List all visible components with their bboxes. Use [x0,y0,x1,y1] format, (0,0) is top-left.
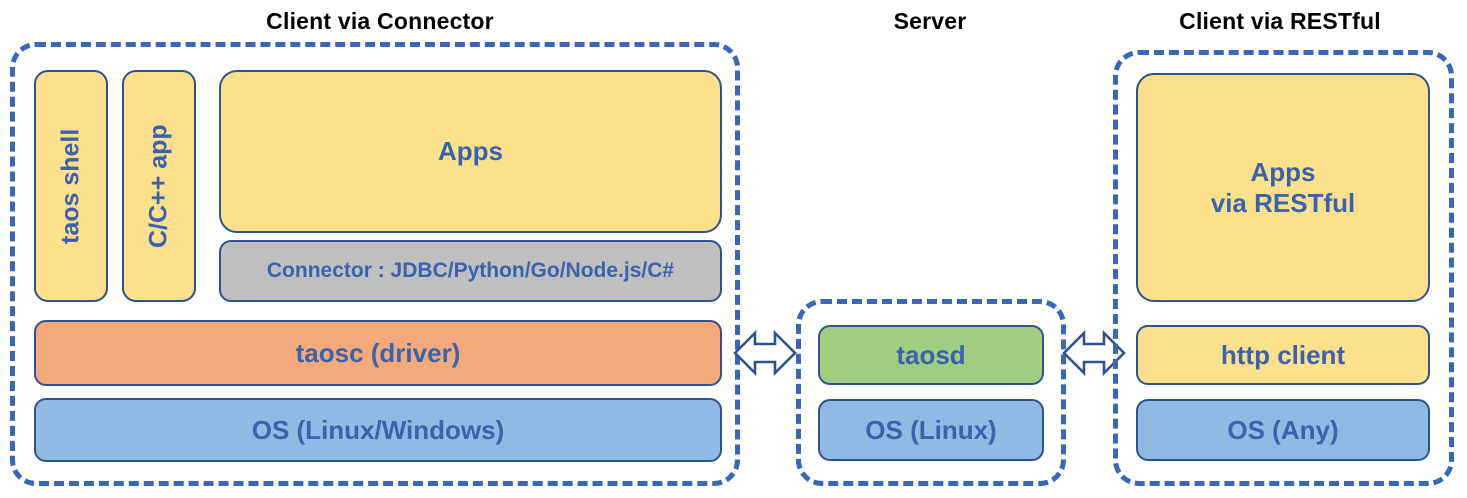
box-apps[interactable]: Apps [219,70,722,233]
box-apps-via-restful[interactable]: Apps via RESTful [1136,73,1430,302]
box-apps-via-restful-line2: via RESTful [1210,187,1356,218]
group-server [796,299,1066,486]
box-http-client[interactable]: http client [1136,325,1430,385]
box-connector-label: Connector : JDBC/Python/Go/Node.js/C# [266,258,675,282]
double-headed-arrow-left-icon [733,329,797,377]
box-os-linux-windows-label: OS (Linux/Windows) [251,414,505,445]
section-title-server: Server [893,8,967,34]
group-client-via-restful [1113,50,1454,486]
group-client-via-connector [10,42,740,486]
box-taosc-driver[interactable]: taosc (driver) [34,320,722,386]
box-taos-shell-label: taos shell [56,128,85,244]
box-apps-via-restful-label: Apps via RESTful [1211,157,1355,218]
box-os-linux[interactable]: OS (Linux) [818,399,1044,461]
double-headed-arrow-right [1062,327,1126,379]
box-connector[interactable]: Connector : JDBC/Python/Go/Node.js/C# [219,240,722,302]
box-taosd-label: taosd [896,339,966,370]
double-headed-arrow-left [733,327,797,379]
box-taosc-driver-label: taosc (driver) [295,337,461,368]
box-http-client-label: http client [1220,339,1346,370]
section-title-client-connector: Client via Connector [266,8,494,34]
box-os-any-label: OS (Any) [1227,414,1339,445]
box-c-cpp-app-label: C/C++ app [144,124,173,248]
box-taos-shell[interactable]: taos shell [34,70,108,302]
box-taosd[interactable]: taosd [818,325,1044,385]
box-os-linux-label: OS (Linux) [865,414,997,445]
box-os-linux-windows[interactable]: OS (Linux/Windows) [34,398,722,462]
box-c-cpp-app[interactable]: C/C++ app [122,70,196,302]
section-title-client-restful: Client via RESTful [1179,8,1381,34]
box-apps-label: Apps [438,136,503,167]
box-os-any[interactable]: OS (Any) [1136,399,1430,461]
box-apps-via-restful-line1: Apps [1250,156,1316,187]
double-headed-arrow-right-icon [1062,329,1126,377]
